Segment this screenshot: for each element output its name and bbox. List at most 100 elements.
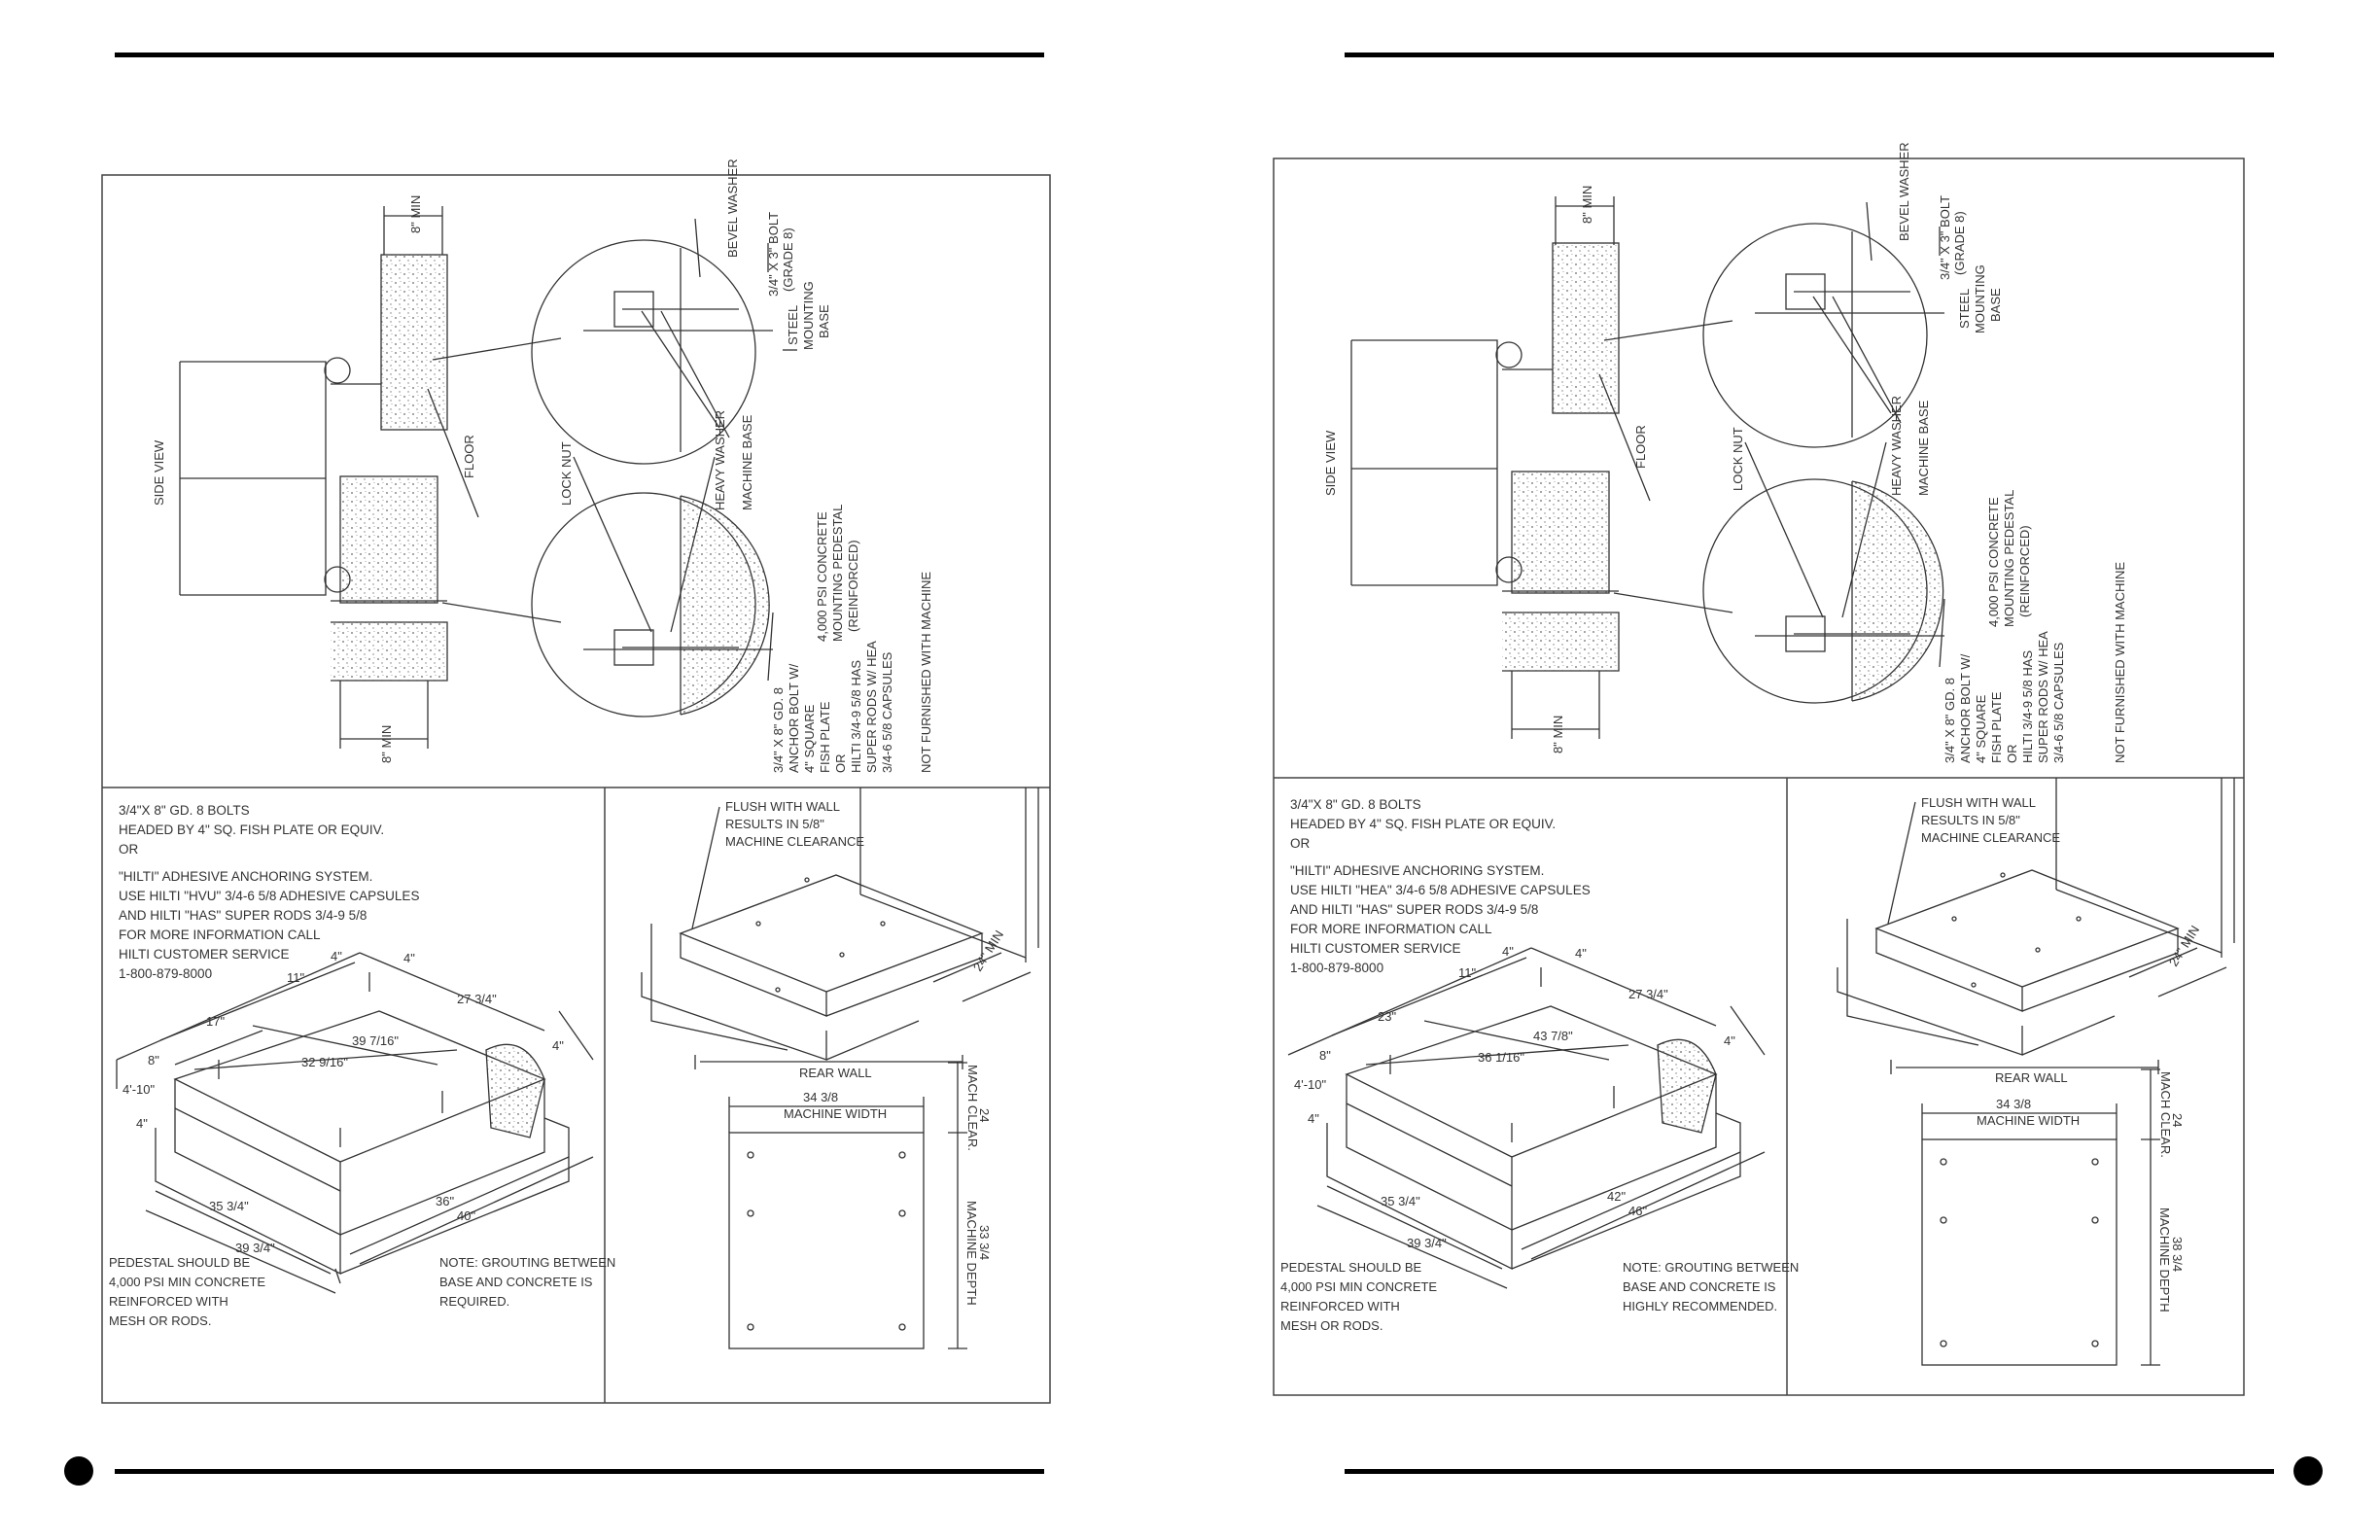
side-view-label: SIDE VIEW [1323, 430, 1338, 496]
page-left: SIDE VIEW FLOOR 8" MIN 8" MIN LOCK NUT H… [101, 158, 1051, 1404]
pedestal-note-line: REINFORCED WITH [1280, 1299, 1400, 1313]
note-line: 3/4"X 8" GD. 8 BOLTS [119, 803, 250, 818]
clear-value: 24 [2170, 1113, 2185, 1127]
steel-label: STEEL [1957, 289, 1972, 329]
dim-label: 36" [436, 1194, 454, 1208]
dim-label: 4" [331, 949, 342, 963]
side-view-drawing [179, 206, 797, 749]
concrete-label-2: MOUNTING PEDESTAL [830, 505, 845, 642]
note-line: AND HILTI "HAS" SUPER RODS 3/4-9 5/8 [1290, 902, 1538, 917]
dim-label: 4'-10" [1294, 1077, 1327, 1092]
dim-label: 8" [148, 1053, 159, 1068]
note-line: OR [1290, 836, 1311, 851]
not-furnished-label: NOT FURNISHED WITH MACHINE [919, 572, 933, 773]
concrete-label-3: (REINFORCED) [2017, 525, 2032, 617]
anchoring-notes: 3/4"X 8" GD. 8 BOLTS HEADED BY 4" SQ. FI… [1290, 797, 1591, 975]
frame [101, 174, 1051, 1404]
width-value: 34 3/8 [803, 1090, 838, 1104]
grout-note-line: NOTE: GROUTING BETWEEN [1623, 1260, 1799, 1275]
anchor-label-6: HILTI 3/4-9 5/8 HAS [2020, 650, 2035, 763]
isometric-pedestal [1287, 947, 1766, 1289]
width-label: MACHINE WIDTH [784, 1106, 887, 1121]
depth-value: 33 3/4 [977, 1225, 992, 1260]
dim-label: 4" [1575, 946, 1587, 961]
bolt-label: 3/4" X 3" BOLT [1938, 195, 1952, 280]
grout-note: NOTE: GROUTING BETWEEN BASE AND CONCRETE… [439, 1255, 615, 1309]
side-view-drawing [1350, 196, 1945, 739]
depth-label: MACHINE DEPTH [964, 1201, 979, 1306]
bottom-rule-left [115, 1469, 1044, 1474]
dim-label: 39 3/4" [1407, 1236, 1447, 1250]
note-line: OR [119, 842, 139, 857]
concrete-label-1: 4,000 PSI CONCRETE [815, 511, 829, 642]
not-furnished-label: NOT FURNISHED WITH MACHINE [2113, 562, 2127, 763]
pedestal-note-line: PEDESTAL SHOULD BE [109, 1255, 251, 1270]
grout-note-line: REQUIRED. [439, 1294, 509, 1309]
note-line: "HILTI" ADHESIVE ANCHORING SYSTEM. [119, 869, 372, 884]
flush-note-line: RESULTS IN 5/8" [725, 817, 824, 831]
lock-nut-label: LOCK NUT [1731, 427, 1745, 491]
concrete-label-3: (REINFORCED) [846, 540, 860, 632]
wall-view-labels: FLUSH WITH WALL RESULTS IN 5/8" MACHINE … [1921, 795, 2202, 1312]
rear-wall-label: REAR WALL [799, 1066, 872, 1080]
anchor-label-5: OR [2005, 745, 2019, 764]
note-line: FOR MORE INFORMATION CALL [119, 928, 321, 942]
pedestal-note: PEDESTAL SHOULD BE 4,000 PSI MIN CONCRET… [109, 1255, 265, 1328]
min-bottom-label: 8" MIN [1551, 716, 1565, 753]
base-label: BASE [1988, 288, 2003, 322]
anchor-label-8: 3/4-6 5/8 CAPSULES [2051, 642, 2066, 763]
note-line: HEADED BY 4" SQ. FISH PLATE OR EQUIV. [119, 822, 384, 837]
pedestal-note-line: 4,000 PSI MIN CONCRETE [109, 1275, 265, 1289]
lock-nut-label: LOCK NUT [559, 441, 574, 506]
grout-note-line: NOTE: GROUTING BETWEEN [439, 1255, 615, 1270]
dim-label: 39 7/16" [352, 1033, 399, 1048]
isometric-dimensions: 4" 4" 11" 23" 27 3/4" 43 7/8" 36 1/16" 4… [1294, 944, 1735, 1250]
dim-label: 46" [1628, 1204, 1647, 1218]
anchor-label-7: SUPER RODS W/ HEA [2036, 631, 2050, 763]
pedestal-note-line: REINFORCED WITH [109, 1294, 228, 1309]
anchor-label-3: 4" SQUARE [802, 704, 817, 773]
clear-label: MACH CLEAR. [965, 1065, 980, 1151]
clear-value: 24 [977, 1108, 992, 1122]
dim-label: 36 1/16" [1478, 1050, 1524, 1065]
wall-view [641, 788, 1039, 1349]
grout-note-line: HIGHLY RECOMMENDED. [1623, 1299, 1777, 1313]
note-line: 3/4"X 8" GD. 8 BOLTS [1290, 797, 1421, 812]
dim-label: 4" [403, 951, 415, 965]
side-view-label: SIDE VIEW [152, 439, 166, 506]
heavy-washer-label: HEAVY WASHER [713, 410, 727, 510]
side-view-labels: SIDE VIEW FLOOR 8" MIN 8" MIN LOCK NUT H… [1323, 142, 2127, 763]
top-rule-left [115, 52, 1044, 57]
floor-label: FLOOR [1633, 425, 1648, 469]
min-24-label: 24" MIN [2166, 923, 2202, 968]
frame [1273, 158, 2245, 1396]
anchor-label-2: ANCHOR BOLT W/ [1958, 653, 1973, 763]
note-line: AND HILTI "HAS" SUPER RODS 3/4-9 5/8 [119, 908, 367, 923]
min-bottom-label: 8" MIN [379, 725, 394, 763]
page-right: SIDE VIEW FLOOR 8" MIN 8" MIN LOCK NUT H… [1273, 142, 2245, 1396]
depth-value: 38 3/4 [2170, 1237, 2185, 1272]
dim-label: 35 3/4" [1381, 1194, 1420, 1208]
min-top-label: 8" MIN [408, 195, 423, 233]
dim-label: 11" [287, 970, 304, 985]
dim-label: 4" [1724, 1033, 1735, 1048]
anchor-label-8: 3/4-6 5/8 CAPSULES [880, 651, 894, 773]
heavy-washer-label: HEAVY WASHER [1889, 396, 1904, 496]
dim-label: 17" [206, 1014, 225, 1029]
pedestal-note-line: MESH OR RODS. [1280, 1318, 1382, 1333]
wall-view [1837, 778, 2235, 1366]
isometric-pedestal [116, 952, 594, 1294]
note-line: HILTI CUSTOMER SERVICE [119, 947, 290, 962]
anchor-label-7: SUPER RODS W/ HEA [864, 641, 879, 773]
note-line: 1-800-879-8000 [1290, 961, 1383, 975]
anchor-label-5: OR [833, 754, 848, 774]
bottom-rule-right [1345, 1469, 2274, 1474]
anchor-label-6: HILTI 3/4-9 5/8 HAS [849, 660, 863, 773]
flush-note-line: MACHINE CLEARANCE [1921, 830, 2060, 845]
note-line: "HILTI" ADHESIVE ANCHORING SYSTEM. [1290, 863, 1544, 878]
dim-label: 4" [136, 1116, 148, 1131]
note-line: FOR MORE INFORMATION CALL [1290, 922, 1492, 936]
anchor-label-2: ANCHOR BOLT W/ [787, 663, 801, 773]
flush-note-line: MACHINE CLEARANCE [725, 834, 864, 849]
